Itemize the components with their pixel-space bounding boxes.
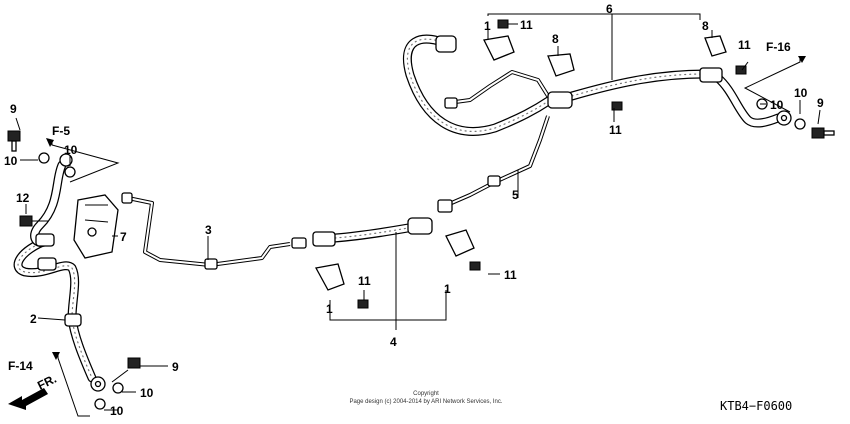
pipe-3	[127, 196, 291, 267]
leader-lines	[8, 13, 821, 417]
callout-11: 11	[738, 38, 751, 52]
callout-12: 12	[16, 191, 30, 205]
reference-labels: F-5 F-16 F-14 FR.	[8, 40, 791, 393]
bolts-and-washers	[7, 19, 835, 410]
callout-10: 10	[4, 154, 18, 168]
callout-9: 9	[172, 360, 179, 374]
callout-4: 4	[390, 335, 397, 349]
front-arrow-icon	[8, 388, 48, 410]
callout-11: 11	[504, 268, 517, 282]
pipe-5	[439, 115, 550, 210]
clamps	[314, 35, 727, 291]
callout-11: 11	[609, 123, 622, 137]
fittings	[35, 35, 723, 327]
diagram-code: KTB4−F0600	[720, 399, 792, 413]
hose-upper-loop	[402, 34, 555, 136]
callout-1: 1	[444, 282, 451, 296]
callout-7: 7	[120, 230, 127, 244]
copyright-line1: Copyright	[413, 391, 439, 397]
callout-8: 8	[552, 32, 559, 46]
copyright-line2: Page design (c) 2004-2014 by ARI Network…	[349, 399, 502, 405]
hose-4	[330, 223, 413, 243]
hose-7	[30, 160, 67, 247]
callout-9: 9	[817, 96, 824, 110]
callout-5: 5	[512, 188, 519, 202]
callout-1: 1	[484, 19, 491, 33]
callout-10: 10	[794, 86, 808, 100]
hose-6	[567, 69, 710, 101]
three-way-joint	[73, 194, 119, 259]
callout-6: 6	[606, 2, 613, 16]
hose-2	[13, 235, 97, 383]
ref-f5: F-5	[52, 124, 70, 138]
callout-1: 1	[326, 302, 333, 316]
callout-10: 10	[110, 404, 124, 418]
callout-9: 9	[10, 102, 17, 116]
footer: Copyright Page design (c) 2004-2014 by A…	[349, 391, 792, 413]
callout-2: 2	[30, 312, 37, 326]
callout-10: 10	[64, 143, 78, 157]
callout-10: 10	[140, 386, 154, 400]
callout-labels: 1 1 1 2 3 4 5 6 7 8 8 9 9 9 10 10 10 10 …	[4, 2, 824, 418]
callout-10: 10	[770, 98, 784, 112]
ref-f16: F-16	[766, 40, 791, 54]
hose-right-end	[713, 73, 783, 128]
banjo-fittings	[59, 110, 792, 392]
pipe-upper	[447, 70, 550, 105]
callout-8: 8	[702, 19, 709, 33]
ref-f14: F-14	[8, 359, 33, 373]
callout-11: 11	[358, 274, 371, 288]
callout-11: 11	[520, 18, 533, 32]
callout-3: 3	[205, 223, 212, 237]
ref-front: FR.	[35, 372, 59, 393]
